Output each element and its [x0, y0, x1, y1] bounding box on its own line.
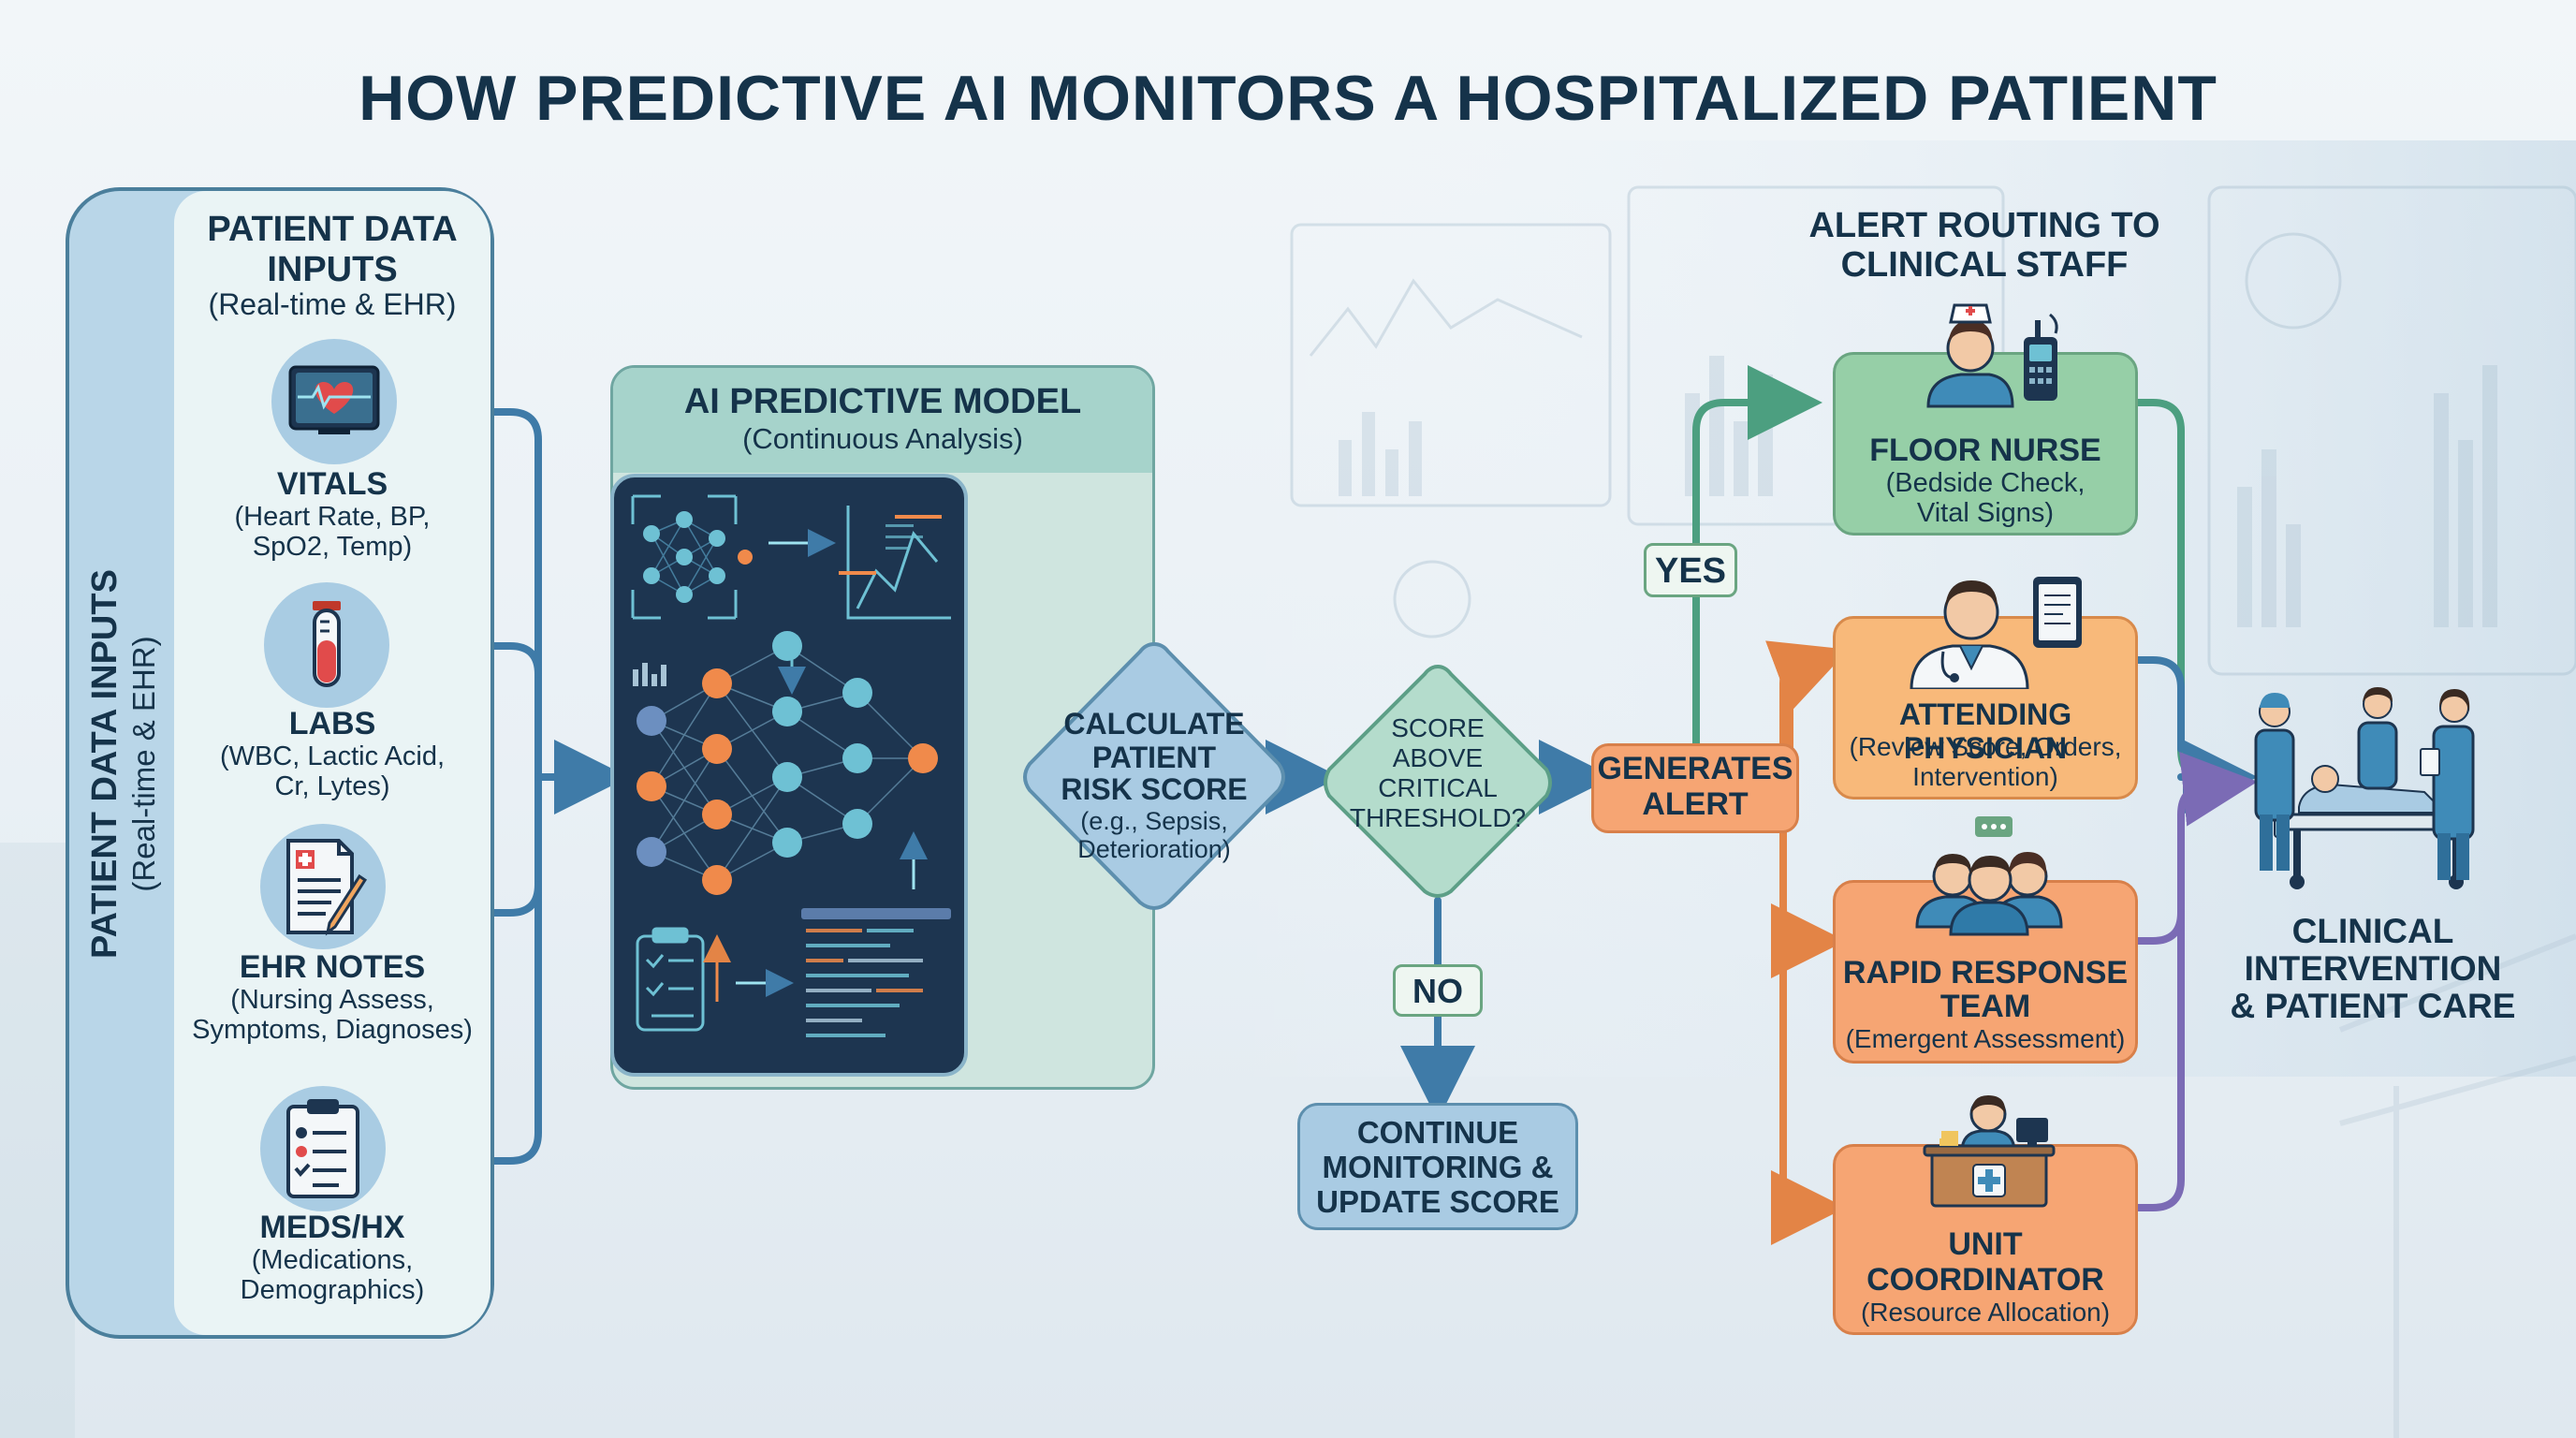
page-title: HOW PREDICTIVE AI MONITORS A HOSPITALIZE… — [359, 63, 2217, 134]
nurse-icon — [1926, 303, 2058, 408]
labs-title: LABS — [288, 706, 376, 741]
inputs-vertical-title: PATIENT DATA INPUTS — [85, 569, 125, 959]
physician-icon — [1910, 577, 2082, 689]
outcome-line3: & PATIENT CARE — [2230, 987, 2516, 1025]
continue-line2: MONITORING & — [1322, 1150, 1554, 1184]
yes-label: YES — [1644, 543, 1737, 597]
labs-line1: (WBC, Lactic Acid, — [219, 741, 446, 771]
vitals-title: VITALS — [276, 466, 388, 502]
inputs-heading: PATIENT DATA INPUTS — [207, 210, 458, 289]
ai-model-header — [613, 368, 1152, 473]
routing-title-line2: CLINICAL STAFF — [1840, 245, 2129, 285]
physician-line2: Intervention) — [1912, 762, 2058, 791]
test-tube-icon — [264, 582, 389, 708]
patient-care-team-icon — [2254, 687, 2475, 889]
coordinator-title2: COORDINATOR — [1866, 1262, 2104, 1298]
risk-line4: (e.g., Sepsis, — [1080, 807, 1228, 835]
coordinator-line1: (Resource Allocation) — [1860, 1298, 2111, 1327]
model-title: AI PREDICTIVE MODEL — [683, 382, 1082, 421]
rapid-response-line1: (Emergent Assessment) — [1845, 1024, 2126, 1053]
alert-line1: GENERATES — [1597, 751, 1793, 786]
physician-line1: (Review Score, Orders, — [1849, 732, 2122, 761]
coordinator-icon — [1923, 1095, 2056, 1208]
continue-line1: CONTINUE — [1356, 1115, 1519, 1150]
neural-network-visual — [610, 474, 968, 1077]
inputs-vertical-label: PATIENT DATA INPUTS (Real-time & EHR) — [85, 343, 162, 1185]
coordinator-title: UNIT — [1948, 1226, 2023, 1262]
decision-line3: CRITICAL — [1378, 773, 1498, 802]
clipboard-icon — [260, 1086, 386, 1211]
ehr-notes-line1: (Nursing Assess, — [230, 985, 434, 1015]
model-subtitle: (Continuous Analysis) — [742, 422, 1023, 455]
risk-line5: Deterioration) — [1077, 835, 1231, 863]
no-label: NO — [1393, 964, 1483, 1017]
vitals-line2: SpO2, Temp) — [252, 532, 413, 562]
rapid-response-title2: TEAM — [1939, 989, 2031, 1024]
ehr-notes-line2: Symptoms, Diagnoses) — [192, 1015, 473, 1045]
labs-line2: Cr, Lytes) — [274, 771, 390, 801]
risk-line2: PATIENT — [1091, 741, 1217, 774]
outcome-line2: INTERVENTION — [2244, 949, 2502, 988]
notes-pencil-icon — [260, 824, 386, 949]
risk-score-diamond — [1023, 641, 1285, 910]
response-team-icon — [1915, 816, 2063, 936]
outcome-line1: CLINICAL — [2291, 912, 2454, 950]
inputs-subheading: (Real-time & EHR) — [208, 287, 457, 321]
rapid-response-title: RAPID RESPONSE — [1842, 955, 2129, 990]
continue-line3: UPDATE SCORE — [1316, 1184, 1559, 1219]
floor-nurse-line1: (Bedside Check, — [1885, 468, 2086, 498]
ehr-notes-title: EHR NOTES — [239, 949, 426, 985]
meds-line1: (Medications, — [251, 1245, 414, 1275]
floor-nurse-title: FLOOR NURSE — [1869, 433, 2101, 468]
decision-line2: ABOVE — [1392, 743, 1484, 772]
inputs-vertical-subtitle: (Real-time & EHR) — [125, 636, 161, 892]
routing-title-line1: ALERT ROUTING TO — [1808, 206, 2160, 245]
risk-line1: CALCULATE — [1063, 707, 1245, 741]
decision-line4: THRESHOLD? — [1349, 803, 1527, 832]
risk-line3: RISK SCORE — [1061, 772, 1248, 806]
neural-network-icon — [631, 494, 951, 1037]
generates-alert-box — [1591, 743, 1799, 833]
vitals-line1: (Heart Rate, BP, — [234, 502, 431, 532]
meds-line2: Demographics) — [240, 1275, 425, 1305]
heart-monitor-icon — [271, 339, 397, 464]
alert-line2: ALERT — [1642, 786, 1749, 822]
threshold-decision-diamond — [1324, 664, 1552, 898]
floor-nurse-line2: Vital Signs) — [1916, 498, 2055, 528]
decision-line1: SCORE — [1391, 713, 1485, 742]
physician-title: ATTENDING PHYSICIAN — [1898, 697, 2072, 765]
meds-title: MEDS/HX — [259, 1210, 405, 1245]
